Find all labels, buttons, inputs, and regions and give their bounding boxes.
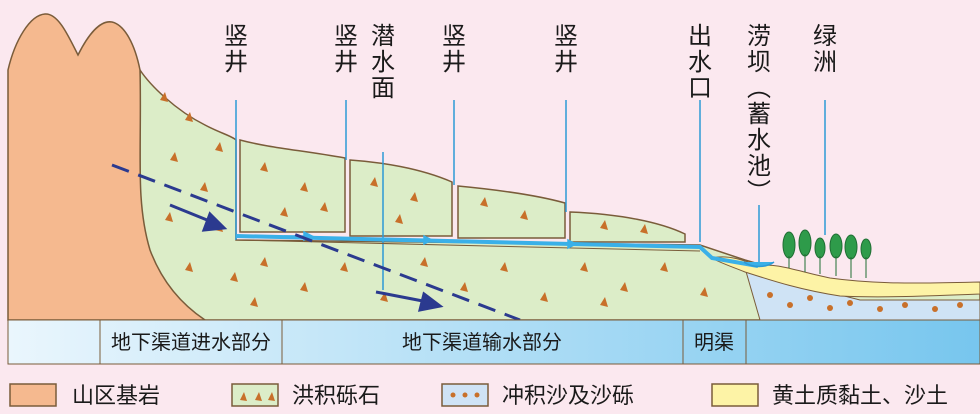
oasis-label: 绿洲 (813, 22, 837, 76)
legend-label-alluvium: 冲积沙及沙砾 (502, 384, 634, 409)
groundwater-arrows (169, 203, 444, 312)
terrace-3 (457, 185, 566, 239)
dam-label: 涝坝︵蓄水池︶ (747, 22, 771, 206)
legend-label-gravel: 洪积砾石 (292, 384, 380, 409)
section-open-channel: 明渠 (694, 330, 734, 354)
outlet-label: 出水口 (688, 22, 712, 102)
well-label-4: 竖井 (554, 22, 578, 76)
well-shafts (235, 100, 826, 290)
section-intake: 地下渠道进水部分 (111, 330, 271, 354)
diagram-labels: 竖井 竖井 潜水面 竖井 竖井 出水口 涝坝︵蓄水池︶ 绿洲 (224, 22, 837, 206)
terrace-4 (569, 211, 686, 243)
legend-swatch-bedrock (9, 383, 57, 407)
alluvium-texture (767, 292, 963, 312)
well-label-2: 竖井 (334, 22, 358, 76)
canal-edge (235, 239, 701, 252)
bedrock-mountain (7, 13, 208, 321)
legend-label-bedrock: 山区基岩 (72, 384, 160, 409)
oasis-trees (782, 229, 872, 278)
section-bar (7, 319, 980, 365)
well-label-1: 竖井 (224, 22, 248, 76)
legend-swatch-loess (711, 383, 759, 407)
legend-label-loess: 黄土质黏土、沙土 (772, 384, 948, 409)
phreatic-line (111, 163, 521, 322)
dam-basin (743, 261, 775, 268)
terrace-2 (349, 159, 453, 237)
underground-canal (235, 234, 759, 268)
phreatic-label: 潜水面 (371, 22, 395, 102)
legend: 山区基岩 洪积砾石 冲积沙及沙砾 黄土质黏土、沙土 (9, 383, 948, 409)
gravel-texture (160, 92, 708, 307)
section-transport: 地下渠道输水部分 (402, 330, 562, 354)
terrace-1 (239, 139, 346, 233)
well-label-3: 竖井 (442, 22, 466, 76)
